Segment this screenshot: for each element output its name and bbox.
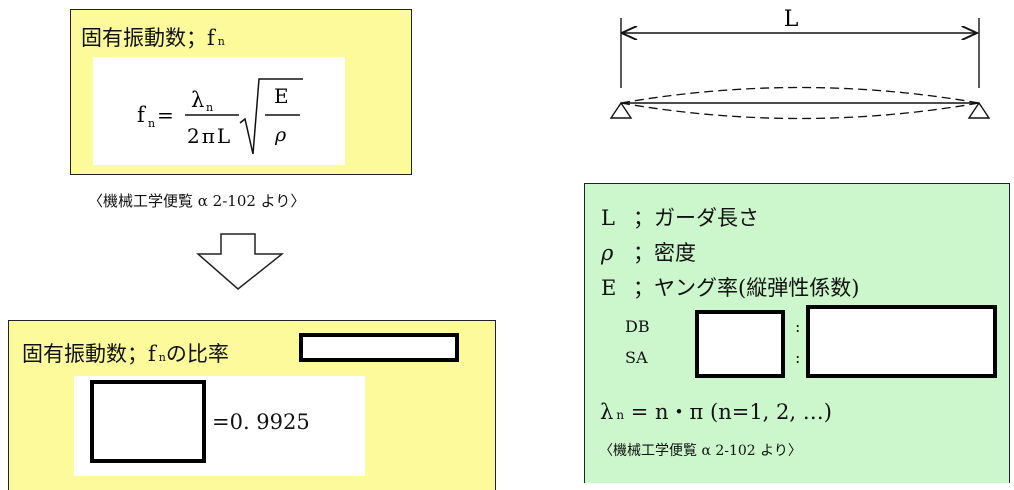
formula-root-denominator: ρ: [274, 124, 287, 146]
down-arrow-icon: [196, 233, 285, 290]
formula-numerator: λ: [191, 88, 204, 112]
sqrt-sign: [239, 78, 303, 155]
formula-denominator: 2πL: [187, 124, 232, 148]
material-db-label: DB: [625, 317, 650, 336]
vibration-mode-upper: [620, 86, 980, 104]
formula-lhs: f: [137, 103, 147, 127]
formula-equals: =: [157, 103, 174, 127]
ratio-value: =0. 9925: [212, 410, 310, 434]
beam-diagram: L: [609, 7, 991, 120]
source-citation: 〈機械工学便覧 α 2-102 より〉: [599, 443, 802, 459]
definition-length: L；ガーダ長さ: [601, 206, 759, 230]
material-db-colon: :: [795, 317, 801, 336]
redaction-box: [806, 305, 997, 378]
redaction-box: [299, 333, 459, 362]
formula-numerator-sub: n: [206, 101, 213, 114]
source-citation: 〈機械工学便覧 α 2-102 より〉: [88, 192, 306, 210]
material-sa-label: SA: [625, 348, 648, 367]
formula-root-numerator: E: [274, 84, 289, 108]
formula-lhs-sub: n: [148, 117, 155, 130]
length-label: L: [784, 7, 799, 32]
ratio-formula: =0. 9925: [74, 376, 365, 476]
natural-frequency-formula: f n = λ n 2πL E ρ: [93, 57, 345, 165]
right-support-icon: [967, 101, 991, 119]
definition-density: ρ；密度: [601, 241, 696, 265]
definition-youngs-modulus: E；ヤング率(縦弾性係数): [601, 276, 860, 300]
redaction-box: [90, 380, 206, 463]
left-support-icon: [609, 101, 633, 119]
vibration-mode-lower: [620, 102, 980, 120]
material-sa-colon: :: [795, 348, 801, 367]
formula-svg: f n = λ n 2πL E ρ: [137, 78, 303, 155]
redaction-box: [695, 310, 785, 378]
